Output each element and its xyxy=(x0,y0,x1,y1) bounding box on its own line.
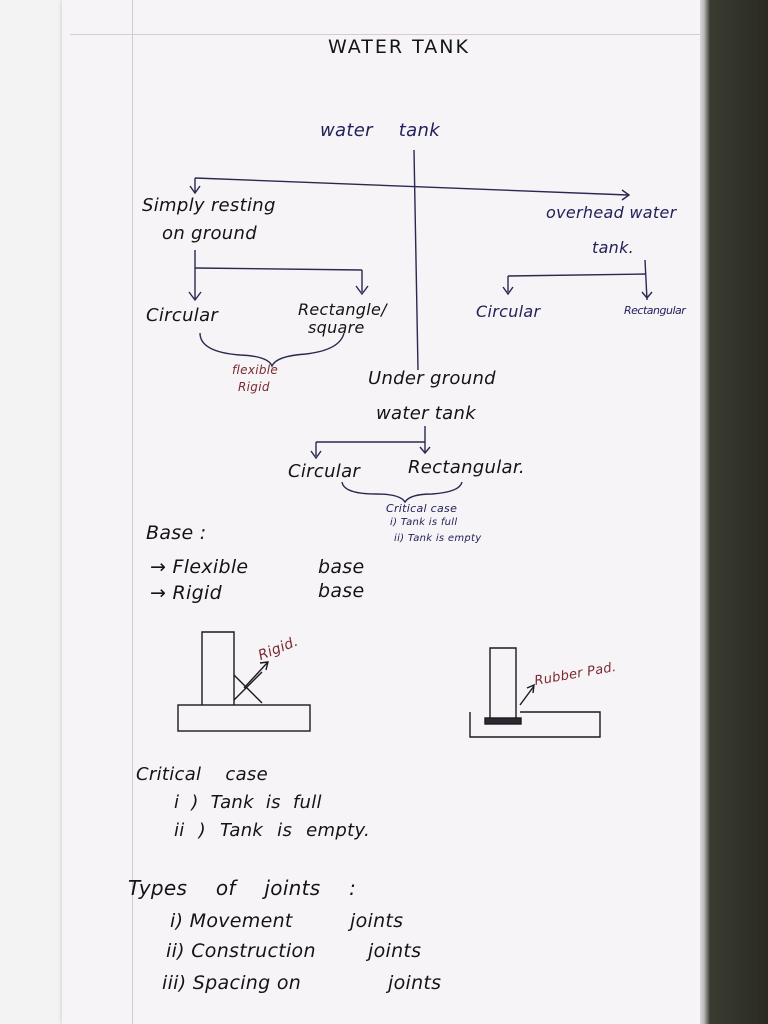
pad-base xyxy=(469,711,601,738)
rigid-hatch-2 xyxy=(233,671,263,701)
critical-heading: Critical case xyxy=(136,764,268,785)
rigid-wall xyxy=(201,631,235,705)
left-child-circular: Circular xyxy=(146,305,219,326)
joint-item-spacing: iii) Spacing on xyxy=(162,972,302,994)
joint-item-construction-right: joints xyxy=(368,940,422,962)
top-branch xyxy=(194,177,629,196)
right-arrow-head xyxy=(621,189,631,201)
left-sub-left-head xyxy=(188,291,202,302)
right-branch-line1: overhead water xyxy=(546,203,677,222)
left-branch-line1: Simply resting xyxy=(142,195,276,216)
middle-sub-right-head xyxy=(419,446,431,455)
right-sub-branch xyxy=(507,273,647,277)
middle-brace-note-1: Critical case xyxy=(386,502,458,515)
left-brace-note-2: Rigid xyxy=(238,380,270,394)
left-sub-right-head xyxy=(355,285,369,296)
pad-arrow-head xyxy=(526,683,535,694)
background-edge xyxy=(700,0,768,1024)
middle-brace-note-3: ii) Tank is empty xyxy=(394,533,482,544)
header-rule xyxy=(70,34,700,35)
left-brace-note-1: flexible xyxy=(232,363,279,377)
middle-child-circular: Circular xyxy=(288,461,361,482)
joint-item-construction: ii) Construction xyxy=(166,940,316,962)
middle-brace-note-2: i) Tank is full xyxy=(390,517,458,528)
pad-arrow xyxy=(519,685,535,706)
middle-branch-line1: Under ground xyxy=(368,368,496,389)
right-child-rectangular: Rectangular xyxy=(624,304,686,317)
left-branch-line2: on ground xyxy=(162,223,257,244)
joints-heading: Types of joints : xyxy=(128,876,357,900)
rigid-arrow xyxy=(243,661,269,689)
rubber-pad xyxy=(484,717,522,725)
right-sub-left-head xyxy=(502,286,514,296)
root-stem xyxy=(413,149,419,371)
middle-branch-line2: water tank xyxy=(376,403,476,424)
right-stem xyxy=(644,259,648,301)
rigid-joint-sketch xyxy=(177,631,311,732)
rigid-hatch-1 xyxy=(233,674,263,704)
right-branch-line2: tank. xyxy=(592,238,635,257)
right-child-circular: Circular xyxy=(476,302,541,321)
rigid-arrow-head xyxy=(259,661,269,671)
rubber-pad-sketch xyxy=(469,647,601,738)
margin-rule xyxy=(132,0,133,1024)
left-sub-branch xyxy=(194,267,363,271)
left-brace xyxy=(199,332,345,368)
notebook-page xyxy=(62,0,702,1024)
joint-item-movement: i) Movement xyxy=(170,910,293,932)
critical-item-1: i ) Tank is full xyxy=(174,792,322,813)
tree-root: water tank xyxy=(320,120,440,141)
base-item-rigid: → Rigid xyxy=(150,582,222,604)
joint-item-spacing-right: joints xyxy=(388,972,442,994)
joint-item-movement-right: joints xyxy=(350,910,404,932)
middle-child-rectangular: Rectangular. xyxy=(408,457,525,478)
pad-wall xyxy=(489,647,517,722)
right-sub-right-head xyxy=(641,291,653,300)
page-left-margin xyxy=(0,0,62,1024)
base-item-flexible: → Flexible xyxy=(150,556,249,578)
rigid-base xyxy=(177,704,311,732)
left-child-square: square xyxy=(308,318,365,337)
base-heading: Base : xyxy=(146,522,207,544)
page-title: WATER TANK xyxy=(328,36,470,58)
middle-brace xyxy=(341,481,463,504)
middle-sub-left-head xyxy=(310,450,322,460)
left-child-rectangle: Rectangle/ xyxy=(298,300,387,319)
critical-item-2: ii ) Tank is empty. xyxy=(174,820,371,841)
base-item-rigid-right: base xyxy=(318,580,365,602)
left-arrow-head xyxy=(189,185,201,195)
base-item-flexible-right: base xyxy=(318,556,365,578)
